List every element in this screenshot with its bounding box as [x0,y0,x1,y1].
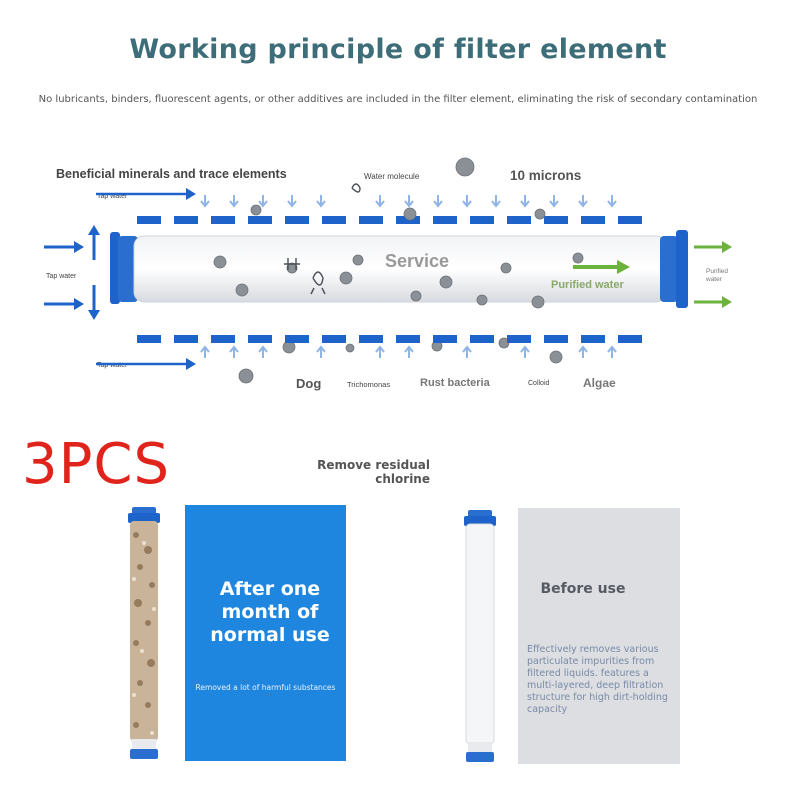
top-mesh-bar [137,216,642,224]
after-heading-line-2: month of [221,601,319,623]
page-subtitle: No lubricants, binders, fluorescent agen… [38,94,758,105]
outlet-arrows [694,241,732,308]
label-tap-water-left: Tap water [46,273,77,280]
bottom-inflow-arrows [200,345,617,358]
after-use-panel [185,505,346,761]
label-colloid: Colloid [528,380,550,387]
quantity-badge: 3PCS [22,432,171,497]
filter-diagram: Beneficial minerals and trace elements W… [44,157,732,391]
label-service: Service [385,251,449,271]
after-use-caption: Removed a lot of harmful substances [195,683,336,692]
after-heading-line-1: After one [219,578,321,600]
page-title: Working principle of filter element [129,34,667,65]
purified-inner-arrow [573,260,630,274]
label-minerals: Beneficial minerals and trace elements [56,167,287,181]
bug-icons [284,183,361,295]
label-algae: Algae [583,376,616,390]
label-dog: Dog [296,376,321,391]
label-10-microns: 10 microns [510,168,581,183]
arrow-head-tap-bottom [186,358,196,370]
after-use-heading: After one month of normal use [195,578,345,647]
particles [213,157,584,384]
top-inflow-arrows [200,195,617,208]
filter-tube [110,230,688,308]
left-inlet-arrows [44,225,100,320]
new-filter-image [464,510,496,762]
bottom-mesh-bar [137,335,642,343]
label-water-molecule: Water molecule [364,172,420,181]
label-tap-water-bottom: Tap water [97,362,128,369]
residual-chlorine-label: Remove residual chlorine [300,458,430,486]
label-tap-water-top: Tap water [97,193,128,200]
label-purified-inner: Purified water [551,279,624,291]
before-use-panel [518,508,680,764]
arrow-head-tap-top [186,188,196,200]
after-heading-line-3: normal use [210,624,330,646]
before-use-heading: Before use [540,581,626,597]
residual-line-2: chlorine [375,472,430,486]
label-trichomonas: Trichomonas [347,380,390,389]
residual-line-1: Remove residual [317,458,430,472]
label-rust: Rust bacteria [420,377,491,389]
before-use-description: Effectively removes various particulate … [527,644,668,715]
used-filter-image [128,507,160,759]
